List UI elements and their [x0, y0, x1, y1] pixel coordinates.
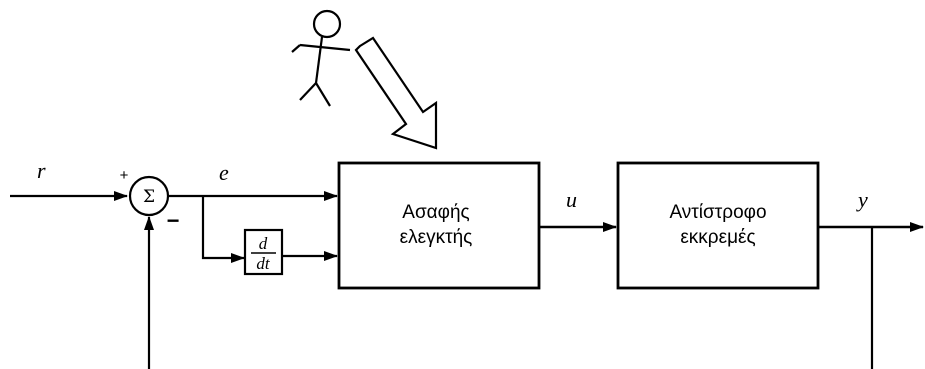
signal-label-u: u [566, 187, 577, 212]
signal-label-r: r [37, 158, 46, 183]
stick-figure-icon [291, 9, 351, 107]
plus-sign: + [120, 167, 129, 184]
fuzzy-controller-block: Ασαφής ελεγκτής [337, 161, 541, 290]
signal-label-y: y [856, 187, 868, 212]
inverted-pendulum-block: Αντίστροφο εκκρεμές [616, 161, 820, 290]
signal-label-e: e [219, 160, 229, 185]
plant-label-line1: Αντίστροφο [669, 202, 766, 223]
derivative-denominator: dt [256, 254, 271, 273]
hollow-arrow-icon [354, 36, 438, 150]
derivative-branch-line [201, 196, 245, 263]
derivative-numerator: d [259, 234, 268, 253]
plant-label-line2: εκκρεμές [680, 227, 755, 248]
sigma-symbol: Σ [143, 187, 155, 207]
minus-sign: − [167, 208, 180, 233]
controller-label-line1: Ασαφής [402, 202, 469, 223]
derivative-block: d dt [243, 228, 284, 276]
controller-label-line2: ελεγκτής [400, 227, 473, 248]
